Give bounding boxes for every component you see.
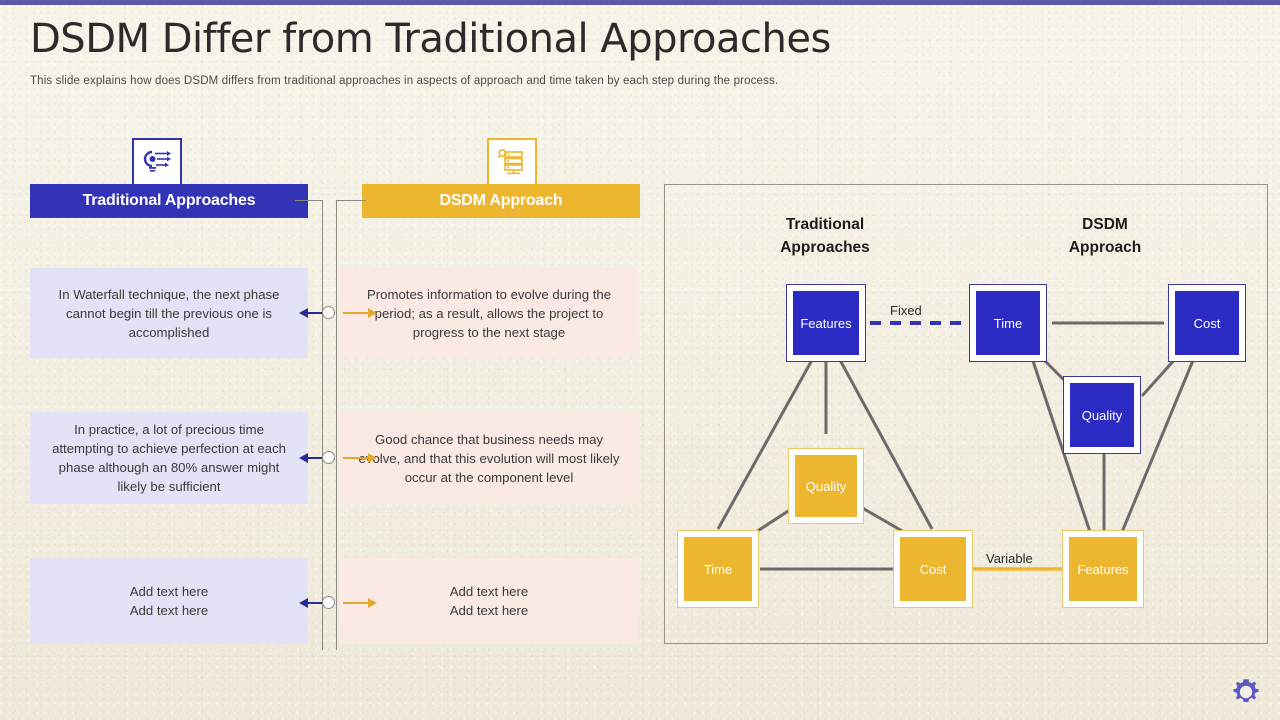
node-dsdm-features: Features xyxy=(1062,530,1144,608)
node-label: Time xyxy=(684,537,752,601)
arrow-right-2 xyxy=(343,453,377,462)
node-label: Features xyxy=(1069,537,1137,601)
dsdm-item-2: Good chance that business needs may evol… xyxy=(340,412,638,504)
arrow-left-3 xyxy=(299,598,335,607)
edge-label-fixed: Fixed xyxy=(890,303,922,318)
node-traditional-cost: Cost xyxy=(893,530,973,608)
rail-right xyxy=(336,200,338,650)
node-traditional-quality: Quality xyxy=(788,448,864,524)
node-label: Cost xyxy=(1175,291,1239,355)
node-label: Quality xyxy=(795,455,857,517)
arrow-right-3 xyxy=(343,598,377,607)
dsdm-item-1: Promotes information to evolve during th… xyxy=(340,268,638,358)
arrow-left-2 xyxy=(299,453,335,462)
traditional-item-2: In practice, a lot of precious time atte… xyxy=(30,412,308,504)
dsdm-header: DSDM Approach xyxy=(362,184,640,218)
node-traditional-features: Features xyxy=(786,284,866,362)
diagram-title-traditional: Traditional Approaches xyxy=(780,216,870,256)
node-dsdm-quality: Quality xyxy=(1063,376,1141,454)
rail-node-2 xyxy=(322,451,335,464)
rail-connector-right xyxy=(336,200,366,202)
node-label: Quality xyxy=(1070,383,1134,447)
lightbulb-arrows-icon xyxy=(143,150,171,172)
page-subtitle: This slide explains how does DSDM differ… xyxy=(30,75,779,87)
gear-icon xyxy=(1233,679,1259,702)
node-label: Cost xyxy=(900,537,966,601)
node-traditional-time: Time xyxy=(677,530,759,608)
diagram-panel xyxy=(664,184,1268,644)
traditional-item-1: In Waterfall technique, the next phase c… xyxy=(30,268,308,358)
traditional-item-3: Add text here Add text here xyxy=(30,558,308,644)
traditional-icon-badge xyxy=(132,138,182,186)
rail-node-1 xyxy=(322,306,335,319)
diagram-title-dsdm: DSDM Approach xyxy=(1068,216,1142,256)
server-stack-icon xyxy=(497,148,523,175)
edge-label-variable: Variable xyxy=(986,551,1033,566)
node-label: Time xyxy=(976,291,1040,355)
arrow-right-1 xyxy=(343,308,377,317)
page-title: DSDM Differ from Traditional Approaches xyxy=(30,16,831,62)
node-dsdm-cost: Cost xyxy=(1168,284,1246,362)
traditional-header: Traditional Approaches xyxy=(30,184,308,218)
rail-node-3 xyxy=(322,596,335,609)
dsdm-item-3: Add text here Add text here xyxy=(340,558,638,644)
rail-left xyxy=(322,200,324,650)
arrow-left-1 xyxy=(299,308,335,317)
dsdm-icon-badge xyxy=(487,138,537,186)
node-label: Features xyxy=(793,291,859,355)
rail-connector-left xyxy=(295,200,323,202)
node-dsdm-time: Time xyxy=(969,284,1047,362)
top-accent-bar xyxy=(0,0,1280,5)
